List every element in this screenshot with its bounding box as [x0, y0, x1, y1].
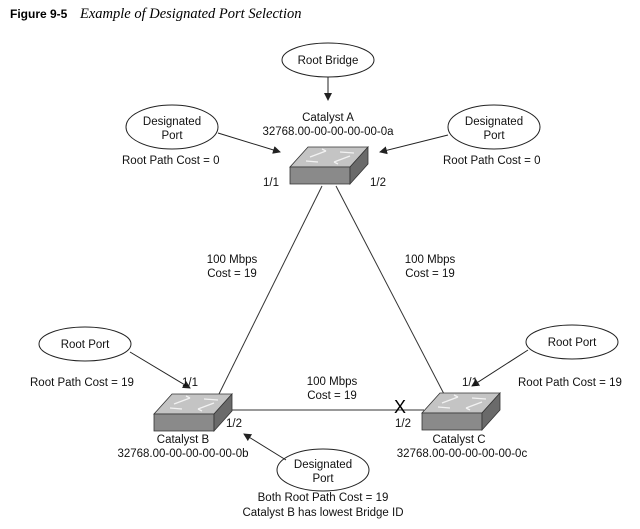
switch-b-name: Catalyst B	[157, 434, 210, 446]
link-ac-speed: 100 Mbps	[405, 254, 456, 266]
c-cost: Root Path Cost = 19	[518, 377, 622, 389]
switch-a-id: 32768.00-00-00-00-00-0a	[262, 126, 394, 138]
a-designated-left-line2: Port	[161, 130, 183, 142]
switch-b-port-1-2: 1/2	[226, 418, 242, 430]
switch-c-port-1-2: 1/2	[395, 418, 411, 430]
link-ac-cost: Cost = 19	[405, 268, 455, 280]
b-root-port-label: Root Port	[61, 339, 110, 351]
switch-b-id: 32768.00-00-00-00-00-0b	[117, 448, 248, 460]
b-designated-arrow	[243, 433, 287, 461]
link-a-c	[335, 185, 445, 395]
switch-a-icon	[289, 145, 369, 186]
link-ab-cost: Cost = 19	[207, 268, 257, 280]
callout-c-root-port	[525, 324, 619, 360]
switch-c-name: Catalyst C	[432, 434, 485, 446]
bottom-note-line2: Catalyst B has lowest Bridge ID	[242, 507, 403, 519]
a-designated-left-arrow	[217, 132, 281, 154]
link-ab-speed: 100 Mbps	[207, 254, 258, 266]
callout-a-designated-left	[125, 104, 219, 150]
c-root-port-arrow	[471, 349, 529, 387]
switch-a-name: Catalyst A	[302, 112, 354, 124]
callout-a-designated-right	[447, 104, 541, 150]
b-cost: Root Path Cost = 19	[30, 377, 134, 389]
switch-c-id: 32768.00-00-00-00-00-0c	[397, 448, 528, 460]
figure-number: Figure 9-5	[10, 7, 68, 21]
switch-b-icon	[153, 392, 233, 433]
a-designated-right-line2: Port	[483, 130, 505, 142]
callout-b-root-port	[38, 326, 132, 362]
switch-a-port-1-1: 1/1	[263, 177, 279, 189]
bottom-note-line1: Both Root Path Cost = 19	[258, 492, 389, 504]
a-right-cost: Root Path Cost = 0	[443, 155, 541, 167]
b-designated-line1: Designated	[294, 459, 352, 471]
link-bc-speed: 100 Mbps	[307, 376, 358, 388]
switch-c-icon	[421, 391, 501, 432]
b-designated-line2: Port	[312, 473, 334, 485]
a-designated-right-line1: Designated	[465, 116, 523, 128]
root-bridge-label: Root Bridge	[298, 55, 359, 67]
link-a-b	[217, 185, 323, 397]
a-designated-left-line1: Designated	[143, 116, 201, 128]
b-root-port-arrow	[129, 351, 191, 389]
a-designated-right-arrow	[379, 134, 449, 155]
link-bc-cost: Cost = 19	[307, 390, 357, 402]
blocked-port-mark: X	[394, 397, 406, 417]
callout-b-designated	[276, 448, 370, 492]
switch-b-port-1-1: 1/1	[182, 377, 198, 389]
a-left-cost: Root Path Cost = 0	[122, 155, 220, 167]
figure-title: Example of Designated Port Selection	[79, 6, 301, 22]
switch-c-port-1-1: 1/1	[462, 377, 478, 389]
switch-a-port-1-2: 1/2	[370, 177, 386, 189]
c-root-port-label: Root Port	[548, 337, 597, 349]
